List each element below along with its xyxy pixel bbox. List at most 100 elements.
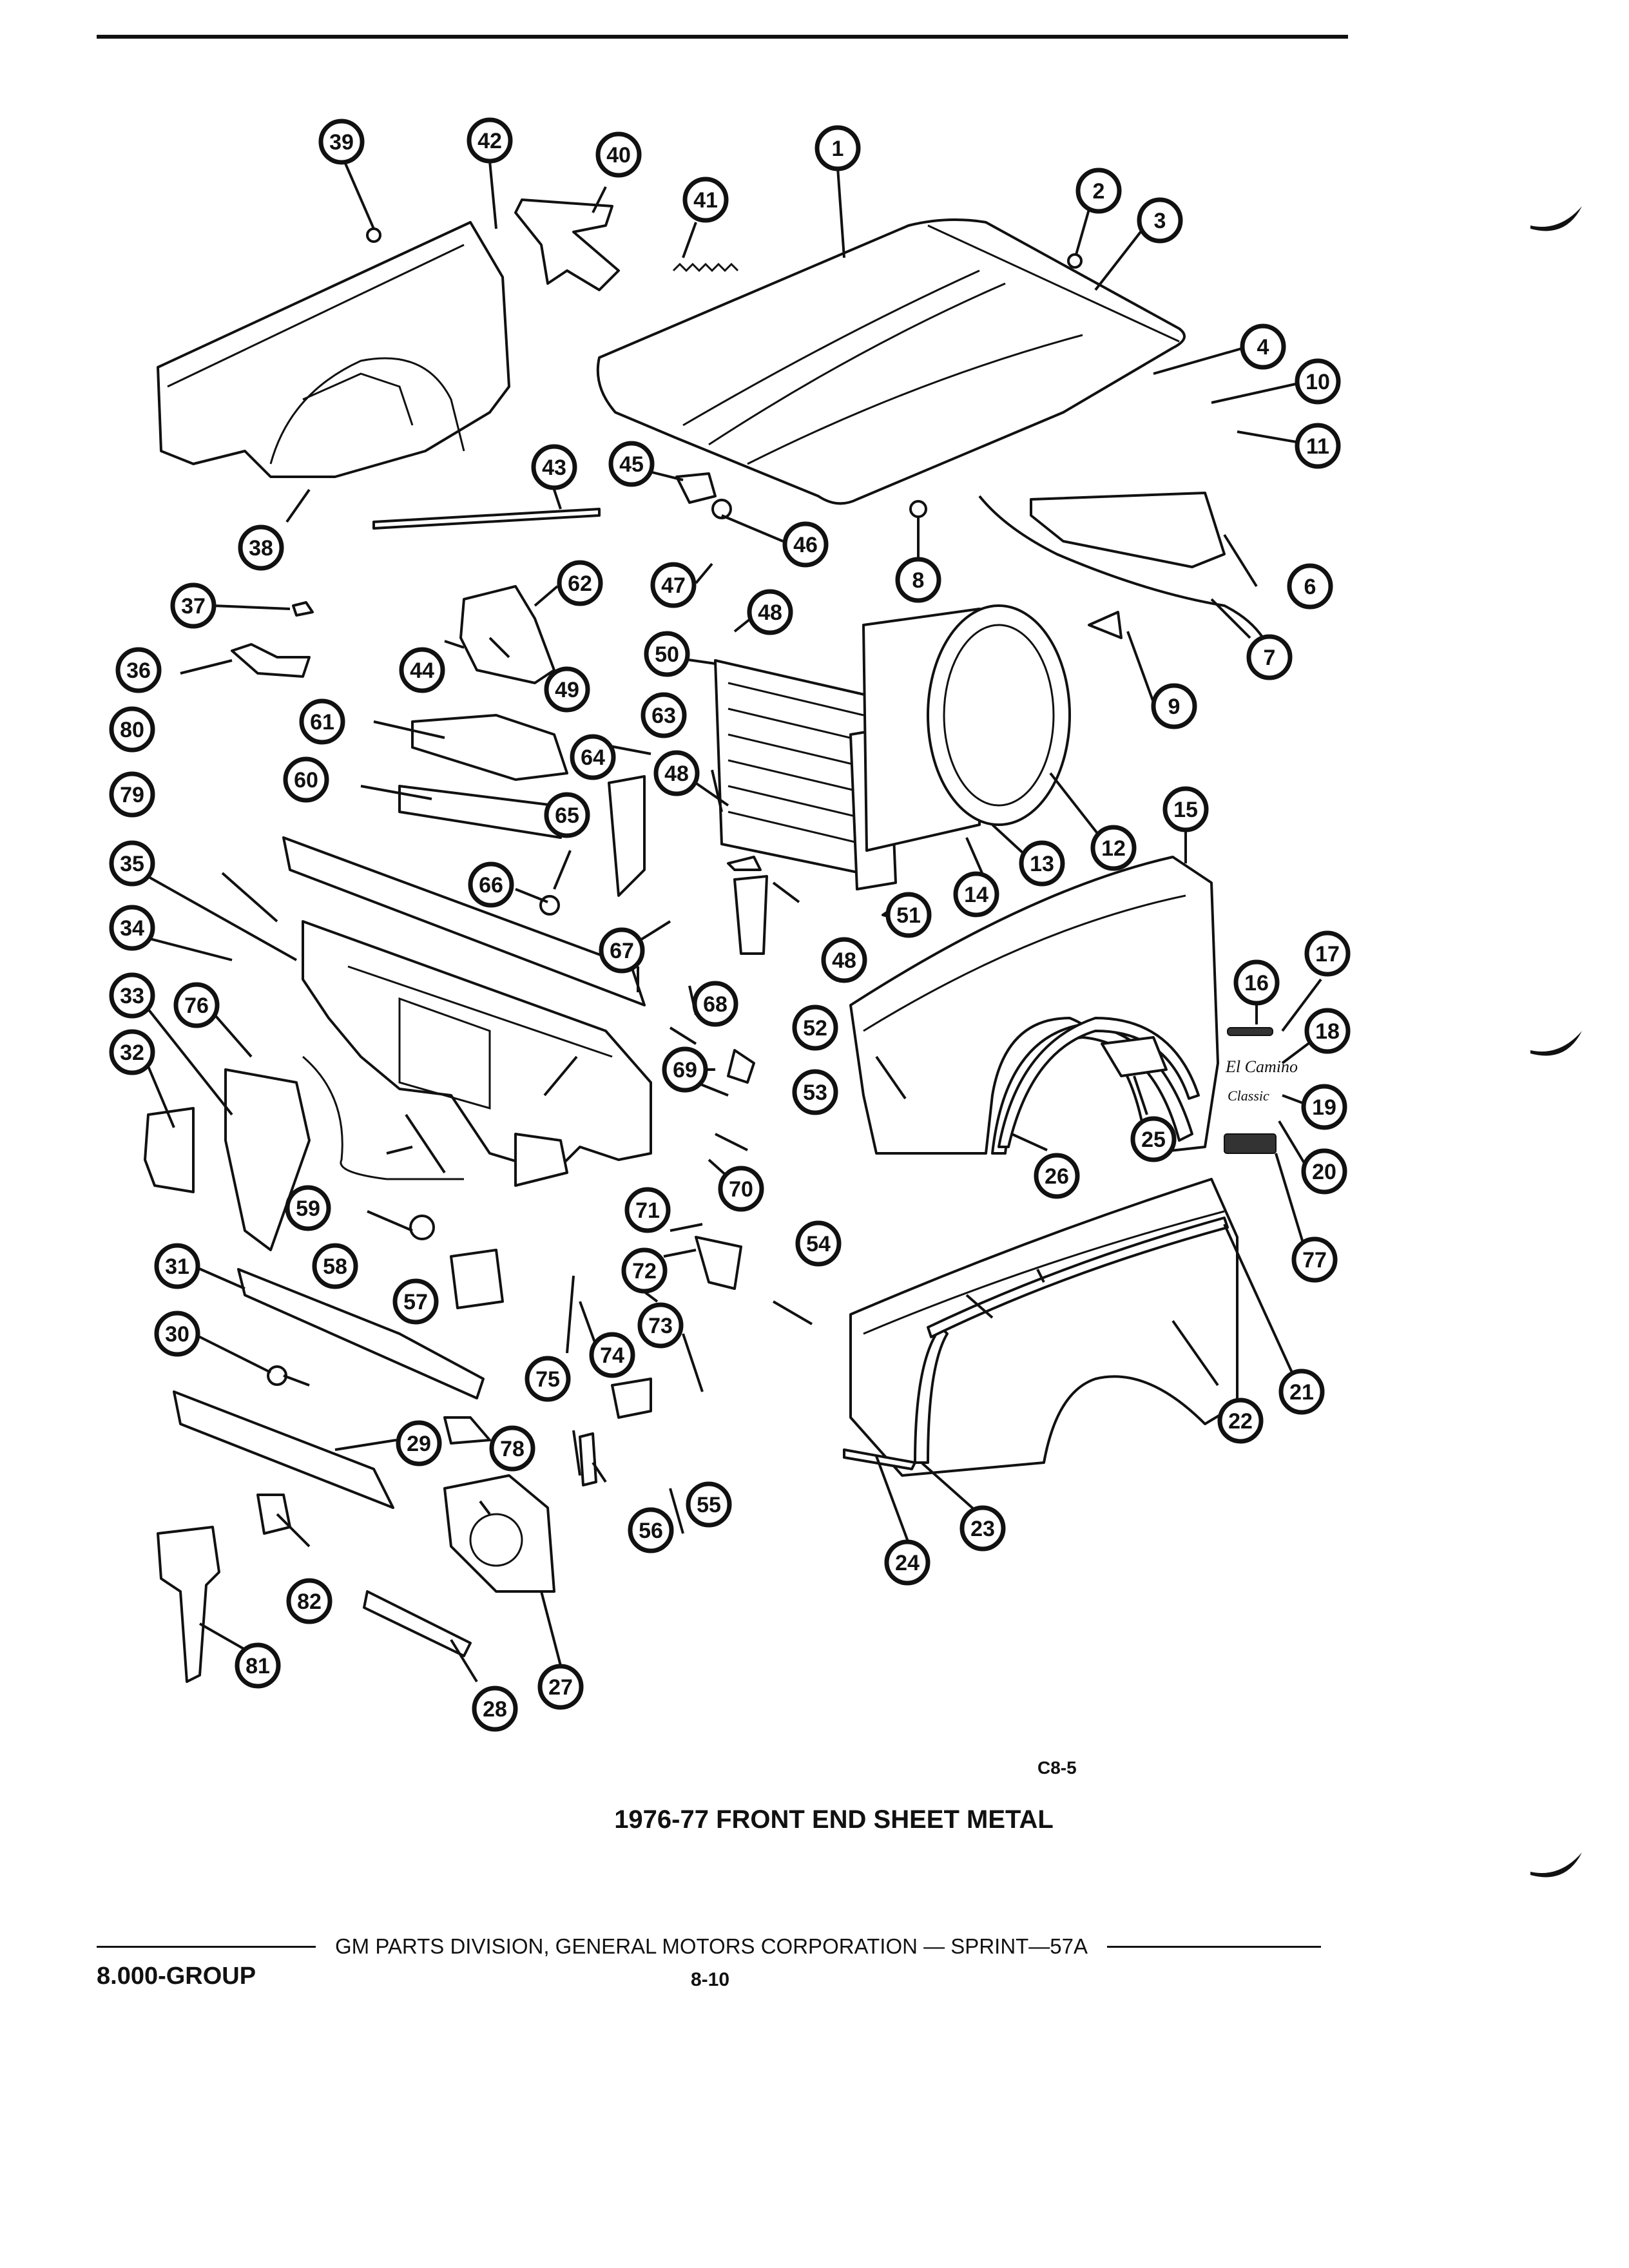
- callout-78: 78: [489, 1425, 535, 1472]
- callout-69: 69: [662, 1046, 708, 1093]
- svg-text:30: 30: [165, 1322, 189, 1347]
- callout-34: 34: [109, 905, 155, 951]
- callout-19: 19: [1301, 1084, 1347, 1130]
- callout-48-c: 48: [821, 937, 867, 983]
- svg-text:77: 77: [1302, 1248, 1327, 1273]
- svg-text:22: 22: [1228, 1409, 1253, 1434]
- svg-text:80: 80: [120, 718, 144, 742]
- callout-28: 28: [472, 1686, 518, 1732]
- hood-latch-plate: [1030, 492, 1226, 568]
- svg-text:68: 68: [703, 992, 728, 1017]
- svg-text:55: 55: [697, 1493, 721, 1517]
- callout-14: 14: [953, 871, 999, 918]
- callout-39: 39: [318, 119, 365, 165]
- callout-55: 55: [686, 1481, 732, 1528]
- callout-35: 35: [109, 840, 155, 887]
- left-fender-skirt: [157, 221, 510, 478]
- svg-text:59: 59: [296, 1196, 320, 1221]
- svg-text:67: 67: [610, 939, 634, 963]
- svg-text:58: 58: [323, 1254, 347, 1279]
- svg-text:33: 33: [120, 984, 144, 1008]
- svg-text:26: 26: [1045, 1164, 1069, 1189]
- callout-52: 52: [792, 1004, 838, 1051]
- svg-text:1: 1: [832, 137, 844, 161]
- callout-73: 73: [637, 1302, 684, 1349]
- hood-hinge: [514, 198, 620, 291]
- svg-text:48: 48: [758, 601, 782, 625]
- svg-text:27: 27: [548, 1675, 573, 1700]
- svg-text:42: 42: [477, 129, 502, 153]
- svg-text:73: 73: [648, 1314, 673, 1338]
- callout-32: 32: [109, 1029, 155, 1075]
- svg-text:52: 52: [803, 1016, 827, 1041]
- callout-27: 27: [537, 1664, 584, 1710]
- svg-text:9: 9: [1168, 695, 1181, 719]
- svg-text:48: 48: [664, 762, 689, 786]
- callout-23: 23: [959, 1505, 1006, 1552]
- callout-12: 12: [1090, 825, 1137, 871]
- callout-36: 36: [115, 647, 162, 693]
- callout-71: 71: [624, 1187, 671, 1233]
- callout-33: 33: [109, 972, 155, 1019]
- svg-text:43: 43: [542, 456, 566, 480]
- svg-text:66: 66: [479, 873, 503, 898]
- svg-text:48: 48: [832, 948, 856, 973]
- svg-text:20: 20: [1312, 1160, 1336, 1184]
- svg-text:51: 51: [896, 903, 921, 928]
- callout-58: 58: [312, 1243, 358, 1289]
- callout-9: 9: [1151, 683, 1197, 729]
- callout-2: 2: [1075, 168, 1122, 214]
- binder-mark-top: [1530, 206, 1582, 231]
- callout-15: 15: [1162, 786, 1209, 832]
- callout-64: 64: [570, 734, 616, 780]
- callout-72: 72: [621, 1247, 668, 1294]
- svg-text:75: 75: [535, 1367, 560, 1392]
- callout-40: 40: [595, 131, 642, 178]
- callout-67: 67: [599, 927, 645, 974]
- callout-70: 70: [718, 1166, 764, 1212]
- callout-53: 53: [792, 1069, 838, 1115]
- callout-48-d: 48: [0, 0, 12, 5]
- svg-text:76: 76: [184, 994, 209, 1018]
- callout-74: 74: [589, 1332, 635, 1378]
- svg-text:14: 14: [964, 883, 988, 907]
- binder-mark-middle: [1530, 1031, 1582, 1056]
- callout-25: 25: [1130, 1116, 1177, 1162]
- svg-text:11: 11: [1306, 434, 1329, 459]
- svg-text:79: 79: [120, 783, 144, 807]
- callout-11: 11: [1295, 423, 1341, 469]
- callout-48-a: 48: [747, 589, 793, 635]
- svg-text:2: 2: [1093, 179, 1105, 204]
- svg-text:8: 8: [912, 568, 925, 593]
- callout-68: 68: [692, 981, 738, 1027]
- emblem-77: [1224, 1133, 1277, 1154]
- callout-62: 62: [557, 560, 603, 606]
- callout-76: 76: [173, 982, 220, 1028]
- svg-text:57: 57: [403, 1290, 428, 1314]
- svg-text:24: 24: [895, 1551, 920, 1575]
- svg-text:44: 44: [410, 658, 434, 683]
- callout-31: 31: [154, 1243, 200, 1289]
- callout-44: 44: [399, 647, 445, 693]
- callout-81: 81: [235, 1642, 281, 1689]
- callout-18: 18: [1304, 1008, 1351, 1054]
- callout-22: 22: [1217, 1398, 1264, 1444]
- svg-text:39: 39: [329, 130, 354, 155]
- callout-63: 63: [641, 692, 687, 738]
- callout-61: 61: [299, 698, 345, 745]
- callout-56: 56: [628, 1507, 674, 1553]
- callout-77: 77: [1291, 1236, 1338, 1283]
- svg-text:45: 45: [619, 452, 644, 477]
- svg-text:19: 19: [1312, 1095, 1336, 1120]
- callout-41: 41: [682, 177, 729, 223]
- callout-48-b: 48: [653, 750, 700, 796]
- svg-text:53: 53: [803, 1081, 827, 1105]
- svg-text:41: 41: [693, 188, 718, 213]
- svg-text:32: 32: [120, 1041, 144, 1065]
- callout-30: 30: [154, 1311, 200, 1357]
- callout-60: 60: [283, 756, 329, 803]
- callout-8: 8: [895, 557, 941, 603]
- emblem-classic: Classic: [1228, 1088, 1269, 1104]
- svg-text:61: 61: [310, 710, 334, 735]
